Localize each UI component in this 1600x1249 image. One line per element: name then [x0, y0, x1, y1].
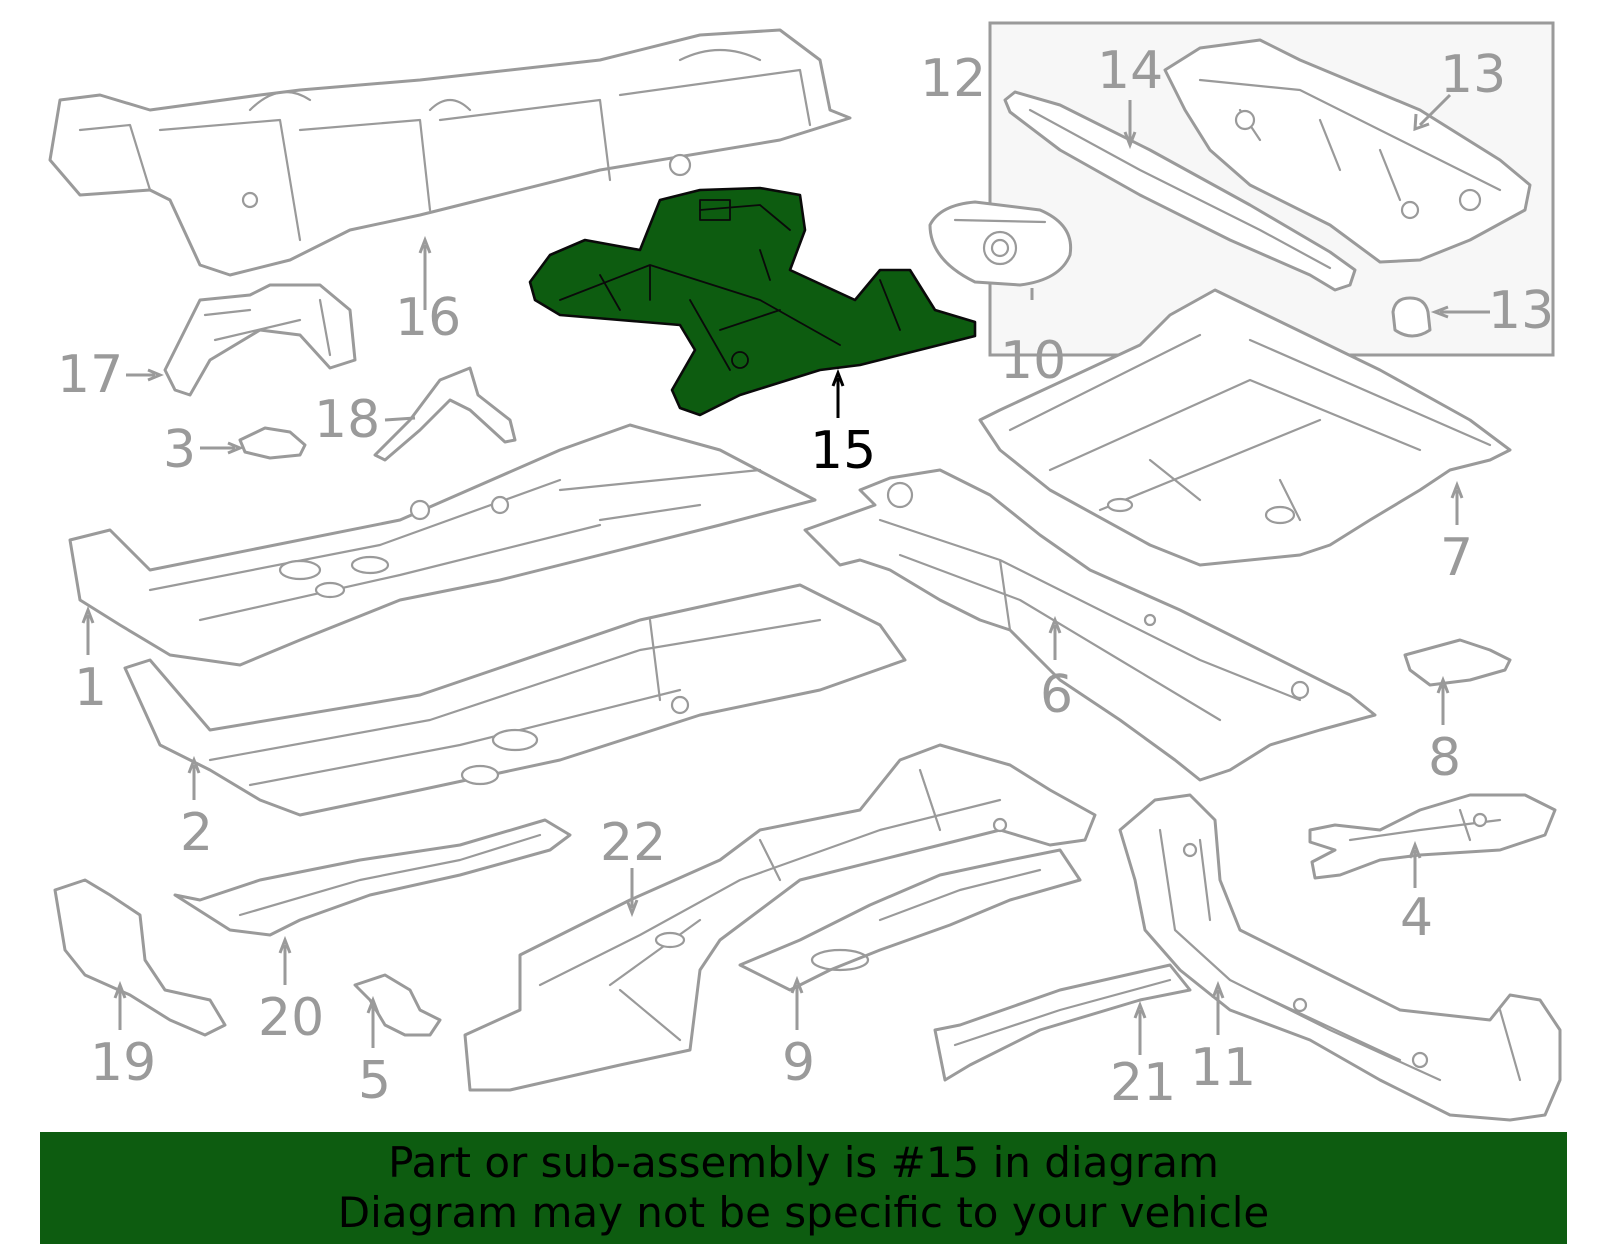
callout-10: 10: [1000, 331, 1066, 391]
part-17[interactable]: [163, 283, 357, 397]
callout-4: 4: [1400, 888, 1433, 948]
part-18[interactable]: [373, 366, 517, 462]
callout-21: 21: [1110, 1053, 1176, 1113]
part-19[interactable]: [53, 878, 227, 1037]
banner-line-1: Part or sub-assembly is #15 in diagram: [388, 1138, 1219, 1187]
part-6[interactable]: [803, 468, 1377, 782]
part-13-clip[interactable]: [1391, 296, 1432, 338]
part-3[interactable]: [238, 426, 307, 460]
part-4[interactable]: [1308, 793, 1557, 880]
callout-17: 17: [57, 345, 123, 405]
leader-lines: [81, 93, 1490, 1055]
banner-line-2: Diagram may not be specific to your vehi…: [337, 1188, 1270, 1237]
callout-6: 6: [1040, 665, 1073, 725]
callout-19: 19: [90, 1033, 156, 1093]
callout-9: 9: [782, 1033, 815, 1093]
part-20[interactable]: [173, 818, 572, 937]
callout-15: 15: [810, 421, 876, 481]
callout-16: 16: [395, 288, 461, 348]
callout-labels: 1 2 3 4 5 6 7 8 9 10 11 12 13 13 14 15 1…: [57, 41, 1554, 1113]
callout-5: 5: [358, 1051, 391, 1111]
callout-1: 1: [74, 658, 107, 718]
part-14[interactable]: [1003, 90, 1357, 292]
part-2[interactable]: [123, 583, 907, 817]
callout-12: 12: [920, 49, 986, 109]
part-10[interactable]: [928, 200, 1073, 287]
callout-7: 7: [1440, 528, 1473, 588]
part-13-bracket[interactable]: [1163, 38, 1532, 264]
info-banner: Part or sub-assembly is #15 in diagram D…: [40, 1132, 1567, 1244]
part-7[interactable]: [978, 288, 1512, 567]
part-15[interactable]: [528, 186, 977, 417]
part-16[interactable]: [48, 28, 852, 277]
part-5[interactable]: [353, 973, 442, 1037]
callout-18: 18: [314, 390, 380, 450]
callout-11: 11: [1190, 1038, 1256, 1098]
part-1[interactable]: [68, 423, 817, 667]
callout-13-bracket: 13: [1440, 45, 1506, 105]
part-9[interactable]: [738, 848, 1082, 992]
callout-13-clip: 13: [1488, 281, 1554, 341]
callout-22: 22: [600, 813, 666, 873]
callout-2: 2: [180, 803, 213, 863]
callout-20: 20: [258, 988, 324, 1048]
part-22[interactable]: [463, 743, 1097, 1092]
part-8[interactable]: [1403, 638, 1512, 687]
callout-8: 8: [1428, 728, 1461, 788]
callout-14: 14: [1097, 41, 1163, 101]
callout-3: 3: [163, 420, 196, 480]
part-21[interactable]: [933, 963, 1192, 1082]
